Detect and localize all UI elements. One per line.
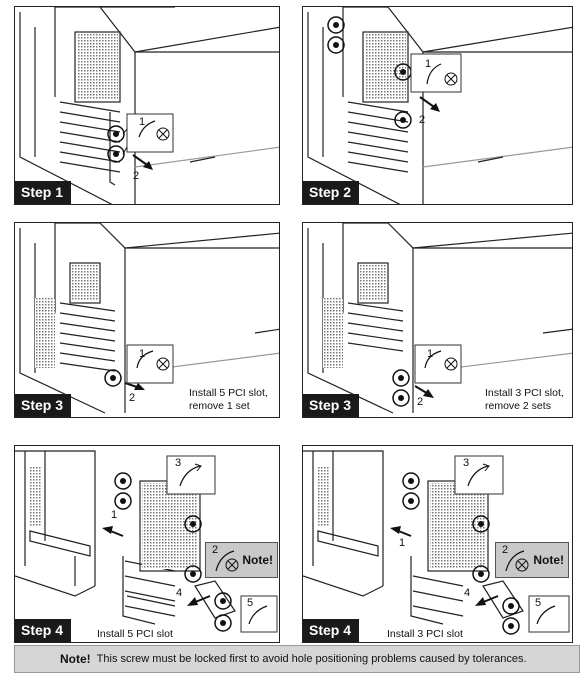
push-arrow-icon bbox=[124, 382, 145, 390]
case-illustration bbox=[19, 7, 279, 204]
screw-icon bbox=[107, 125, 125, 163]
note-label: Note! bbox=[533, 553, 564, 567]
callout-number: 1 bbox=[427, 348, 434, 360]
step-4-panel-3-slot: 2 Note! 3 1 4 5 Install 3 PCI slot Step … bbox=[302, 445, 573, 643]
checkmark-icon bbox=[444, 357, 458, 371]
caption-line: remove 1 set bbox=[189, 400, 250, 412]
rotate-arrow-icon bbox=[424, 350, 442, 369]
callout-number: 1 bbox=[139, 116, 146, 128]
case-illustration bbox=[307, 7, 572, 204]
arrow-number: 4 bbox=[176, 587, 183, 599]
rotate-arrow-icon bbox=[536, 605, 556, 625]
note-text: This screw must be locked first to avoid… bbox=[96, 653, 527, 665]
note-box: 2 Note! bbox=[495, 542, 569, 578]
rotate-arrow-icon bbox=[467, 465, 489, 487]
checkmark-icon bbox=[156, 357, 170, 371]
rotate-arrow-icon bbox=[426, 63, 442, 85]
rotate-arrow-icon bbox=[215, 550, 239, 572]
rotate-arrow-icon bbox=[248, 605, 268, 625]
caption: Install 3 PCI slot bbox=[387, 628, 463, 640]
step-1-panel: 1 2 Step 1 bbox=[14, 6, 280, 205]
step-label: Step 3 bbox=[303, 394, 360, 417]
note-title: Note! bbox=[60, 652, 91, 666]
note-number: 2 bbox=[502, 544, 509, 556]
callout-box bbox=[126, 113, 174, 153]
case-illustration bbox=[307, 223, 572, 414]
rotate-arrow-icon bbox=[138, 120, 156, 138]
note-box: 2 Note! bbox=[205, 542, 278, 578]
screw-icon bbox=[114, 472, 232, 632]
caption: Install 3 PCI slot, remove 2 sets bbox=[485, 387, 564, 413]
case-illustration bbox=[15, 450, 278, 633]
callout-box bbox=[528, 595, 570, 633]
caption-line: Install 3 PCI slot, bbox=[485, 387, 564, 399]
arrow-number: 2 bbox=[129, 392, 136, 404]
case-illustration bbox=[19, 223, 279, 414]
callout-number: 1 bbox=[425, 58, 432, 70]
rotate-arrow-icon bbox=[505, 550, 529, 572]
caption-line: remove 2 sets bbox=[485, 400, 551, 412]
note-number: 2 bbox=[212, 544, 219, 556]
screw-icon bbox=[402, 472, 520, 635]
screw-icon bbox=[104, 369, 122, 387]
step-3-panel-3-slot: 1 2 Install 3 PCI slot, remove 2 sets St… bbox=[302, 222, 573, 418]
callout-box bbox=[126, 344, 174, 384]
screw-icon bbox=[392, 369, 410, 407]
push-arrow-icon bbox=[132, 154, 153, 170]
step-label: Step 4 bbox=[303, 619, 360, 642]
arrow-number: 1 bbox=[399, 537, 406, 549]
arrow-number: 4 bbox=[464, 587, 471, 599]
callout-number: 5 bbox=[247, 597, 254, 609]
note-label: Note! bbox=[242, 553, 273, 567]
step-label: Step 3 bbox=[15, 394, 72, 417]
callout-number: 5 bbox=[535, 597, 542, 609]
step-label: Step 4 bbox=[15, 619, 72, 642]
callout-number: 1 bbox=[139, 348, 146, 360]
checkmark-icon bbox=[156, 127, 170, 141]
step-4-panel-5-slot: 2 Note! 3 1 4 5 Install 5 PCI slot Step … bbox=[14, 445, 280, 643]
arrow-number: 2 bbox=[417, 396, 424, 408]
callout-box bbox=[166, 455, 216, 495]
callout-box bbox=[454, 455, 504, 495]
rotate-arrow-icon bbox=[136, 350, 154, 369]
push-arrow-icon bbox=[102, 526, 211, 606]
arrow-number: 2 bbox=[419, 114, 426, 126]
callout-number: 3 bbox=[463, 457, 470, 469]
step-2-panel: 1 2 Step 2 bbox=[302, 6, 573, 205]
step-label: Step 1 bbox=[15, 181, 72, 204]
callout-box bbox=[240, 595, 278, 633]
checkmark-icon bbox=[444, 72, 458, 86]
step-label: Step 2 bbox=[303, 181, 360, 204]
callout-number: 3 bbox=[175, 457, 182, 469]
caption-line: Install 5 PCI slot, bbox=[189, 387, 268, 399]
arrow-number: 2 bbox=[133, 170, 140, 182]
arrow-number: 1 bbox=[111, 509, 118, 521]
bottom-note: Note! This screw must be locked first to… bbox=[14, 645, 580, 673]
caption: Install 5 PCI slot bbox=[97, 628, 173, 640]
rotate-arrow-icon bbox=[179, 465, 201, 487]
push-arrow-icon bbox=[419, 96, 440, 112]
push-arrow-icon bbox=[414, 385, 434, 398]
step-3-panel-5-slot: 1 2 Install 5 PCI slot, remove 1 set Ste… bbox=[14, 222, 280, 418]
push-arrow-icon bbox=[390, 526, 499, 606]
case-illustration bbox=[303, 450, 570, 635]
caption: Install 5 PCI slot, remove 1 set bbox=[189, 387, 268, 413]
callout-box bbox=[414, 344, 462, 384]
